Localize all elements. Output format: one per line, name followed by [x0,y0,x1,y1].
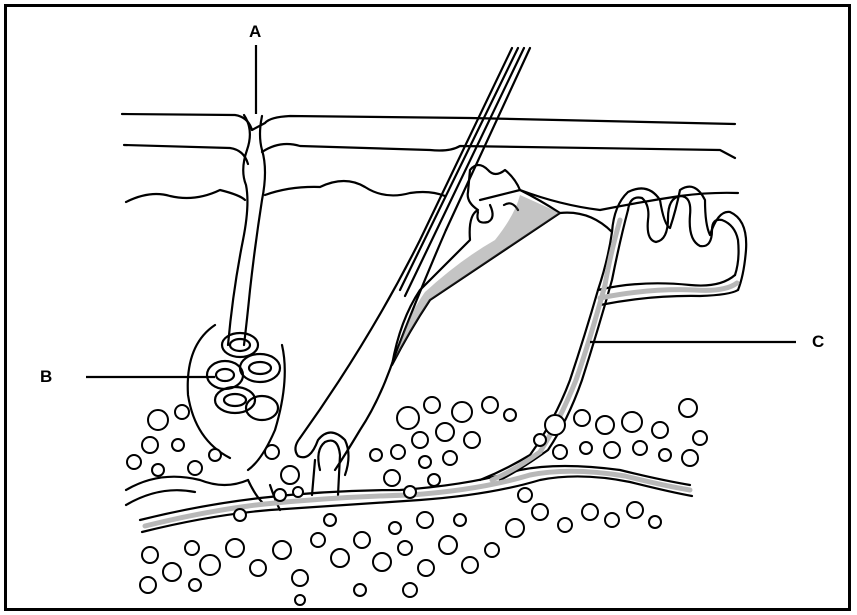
label-a: A [249,22,261,42]
hair-shaft-left [300,48,512,438]
label-b: B [40,367,52,387]
epidermis-lower-line [124,144,735,164]
hair-follicle [335,230,446,470]
sweat-duct-left [228,115,250,345]
structure-c-coils [628,196,739,275]
skin-surface-line [122,114,735,130]
label-c: C [812,332,824,352]
hair-shaft-right [446,48,530,230]
